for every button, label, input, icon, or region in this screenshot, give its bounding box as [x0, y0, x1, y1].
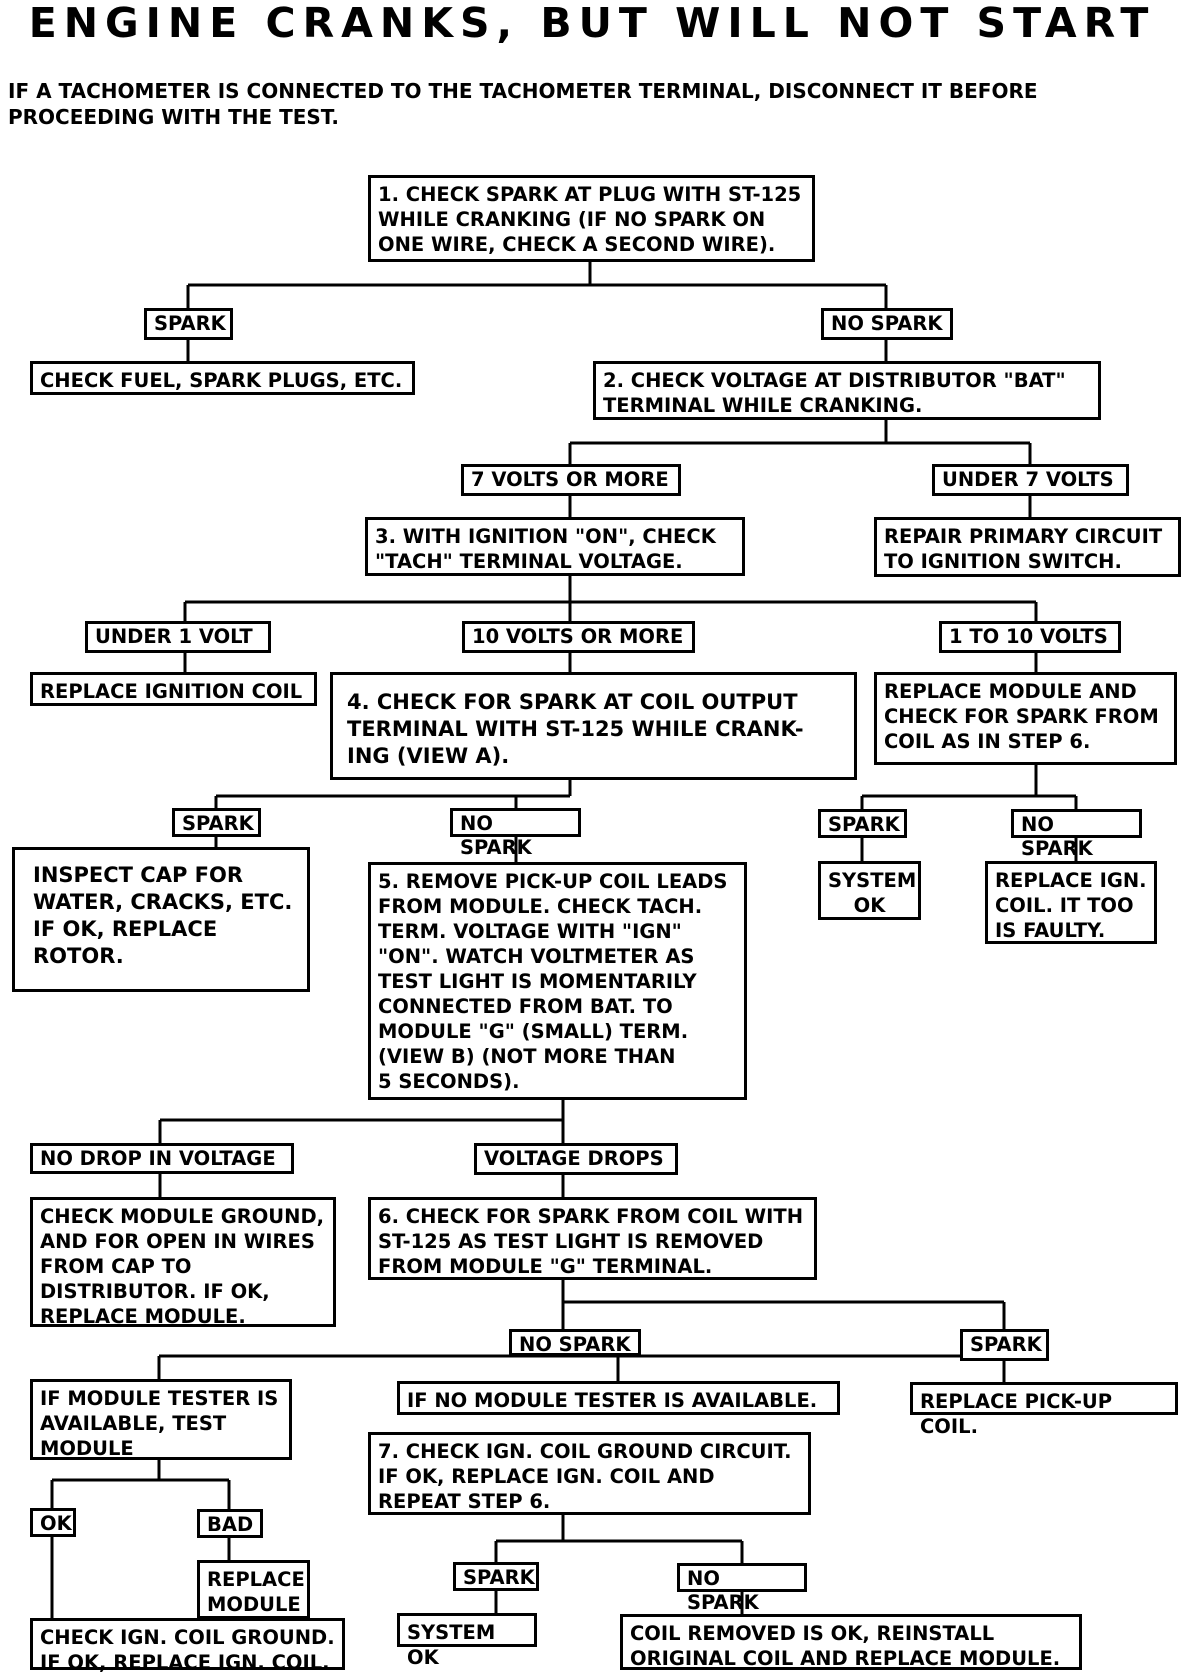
no-spark-label: NO SPARK [677, 1563, 807, 1614]
spark-label: SPARK [960, 1329, 1049, 1361]
repair-primary-circuit-box: REPAIR PRIMARY CIRCUIT TO IGNITION SWITC… [874, 517, 1181, 577]
replace-module-box: REPLACE MODULE [197, 1560, 310, 1619]
step-6-box: 6. CHECK FOR SPARK FROM COIL WITH ST-125… [368, 1197, 817, 1280]
step-3-box: 3. WITH IGNITION "ON", CHECK "TACH" TERM… [365, 517, 745, 576]
step-1-box: 1. CHECK SPARK AT PLUG WITH ST-125 WHILE… [368, 175, 815, 262]
coil-removed-ok-box: COIL REMOVED IS OK, REINSTALL ORIGINAL C… [620, 1614, 1082, 1670]
check-ign-coil-ground-box: CHECK IGN. COIL GROUND. IF OK, REPLACE I… [30, 1618, 345, 1674]
no-spark-label: NO SPARK [821, 308, 953, 340]
check-module-ground-box: CHECK MODULE GROUND, AND FOR OPEN IN WIR… [30, 1197, 336, 1328]
check-fuel-box: CHECK FUEL, SPARK PLUGS, ETC. [30, 361, 415, 395]
spark-label: SPARK [172, 808, 261, 837]
replace-pickup-coil-box: REPLACE PICK-UP COIL. [910, 1382, 1178, 1438]
no-spark-label: NO SPARK [1011, 809, 1142, 860]
replace-module-check-box: REPLACE MODULE AND CHECK FOR SPARK FROM … [874, 672, 1177, 765]
under-one-volt-label: UNDER 1 VOLT [85, 621, 271, 653]
ten-volts-or-more-label: 10 VOLTS OR MORE [462, 621, 695, 653]
no-spark-label: NO SPARK [509, 1329, 641, 1356]
no-spark-label: NO SPARK [450, 808, 581, 859]
no-module-tester-box: IF NO MODULE TESTER IS AVAILABLE. [397, 1381, 840, 1415]
step-7-box: 7. CHECK IGN. COIL GROUND CIRCUIT. IF OK… [368, 1432, 811, 1515]
spark-label: SPARK [144, 308, 233, 340]
system-ok-box: SYSTEM OK [397, 1613, 537, 1669]
seven-volts-or-more-label: 7 VOLTS OR MORE [461, 464, 681, 496]
ok-label: OK [30, 1508, 76, 1537]
intro-instruction: IF A TACHOMETER IS CONNECTED TO THE TACH… [8, 79, 1038, 129]
spark-label: SPARK [818, 809, 907, 838]
page-title: ENGINE CRANKS, BUT WILL NOT START [28, 0, 1156, 47]
under-seven-volts-label: UNDER 7 VOLTS [932, 464, 1129, 496]
bad-label: BAD [197, 1509, 263, 1538]
inspect-cap-box: INSPECT CAP FOR WATER, CRACKS, ETC. IF O… [12, 847, 310, 992]
voltage-drops-label: VOLTAGE DROPS [474, 1143, 678, 1175]
replace-ignition-coil-box: REPLACE IGNITION COIL [30, 672, 317, 706]
system-ok-box: SYSTEM OK [818, 861, 921, 920]
one-to-ten-volts-label: 1 TO 10 VOLTS [939, 621, 1121, 653]
module-tester-available-box: IF MODULE TESTER IS AVAILABLE, TEST MODU… [30, 1379, 292, 1460]
step-5-box: 5. REMOVE PICK-UP COIL LEADS FROM MODULE… [368, 862, 747, 1100]
step-2-box: 2. CHECK VOLTAGE AT DISTRIBUTOR "BAT" TE… [593, 361, 1101, 420]
spark-label: SPARK [453, 1562, 539, 1591]
replace-ign-coil-faulty-box: REPLACE IGN. COIL. IT TOO IS FAULTY. [985, 861, 1157, 944]
step-4-box: 4. CHECK FOR SPARK AT COIL OUTPUT TERMIN… [330, 672, 857, 780]
no-drop-in-voltage-label: NO DROP IN VOLTAGE [30, 1143, 294, 1174]
